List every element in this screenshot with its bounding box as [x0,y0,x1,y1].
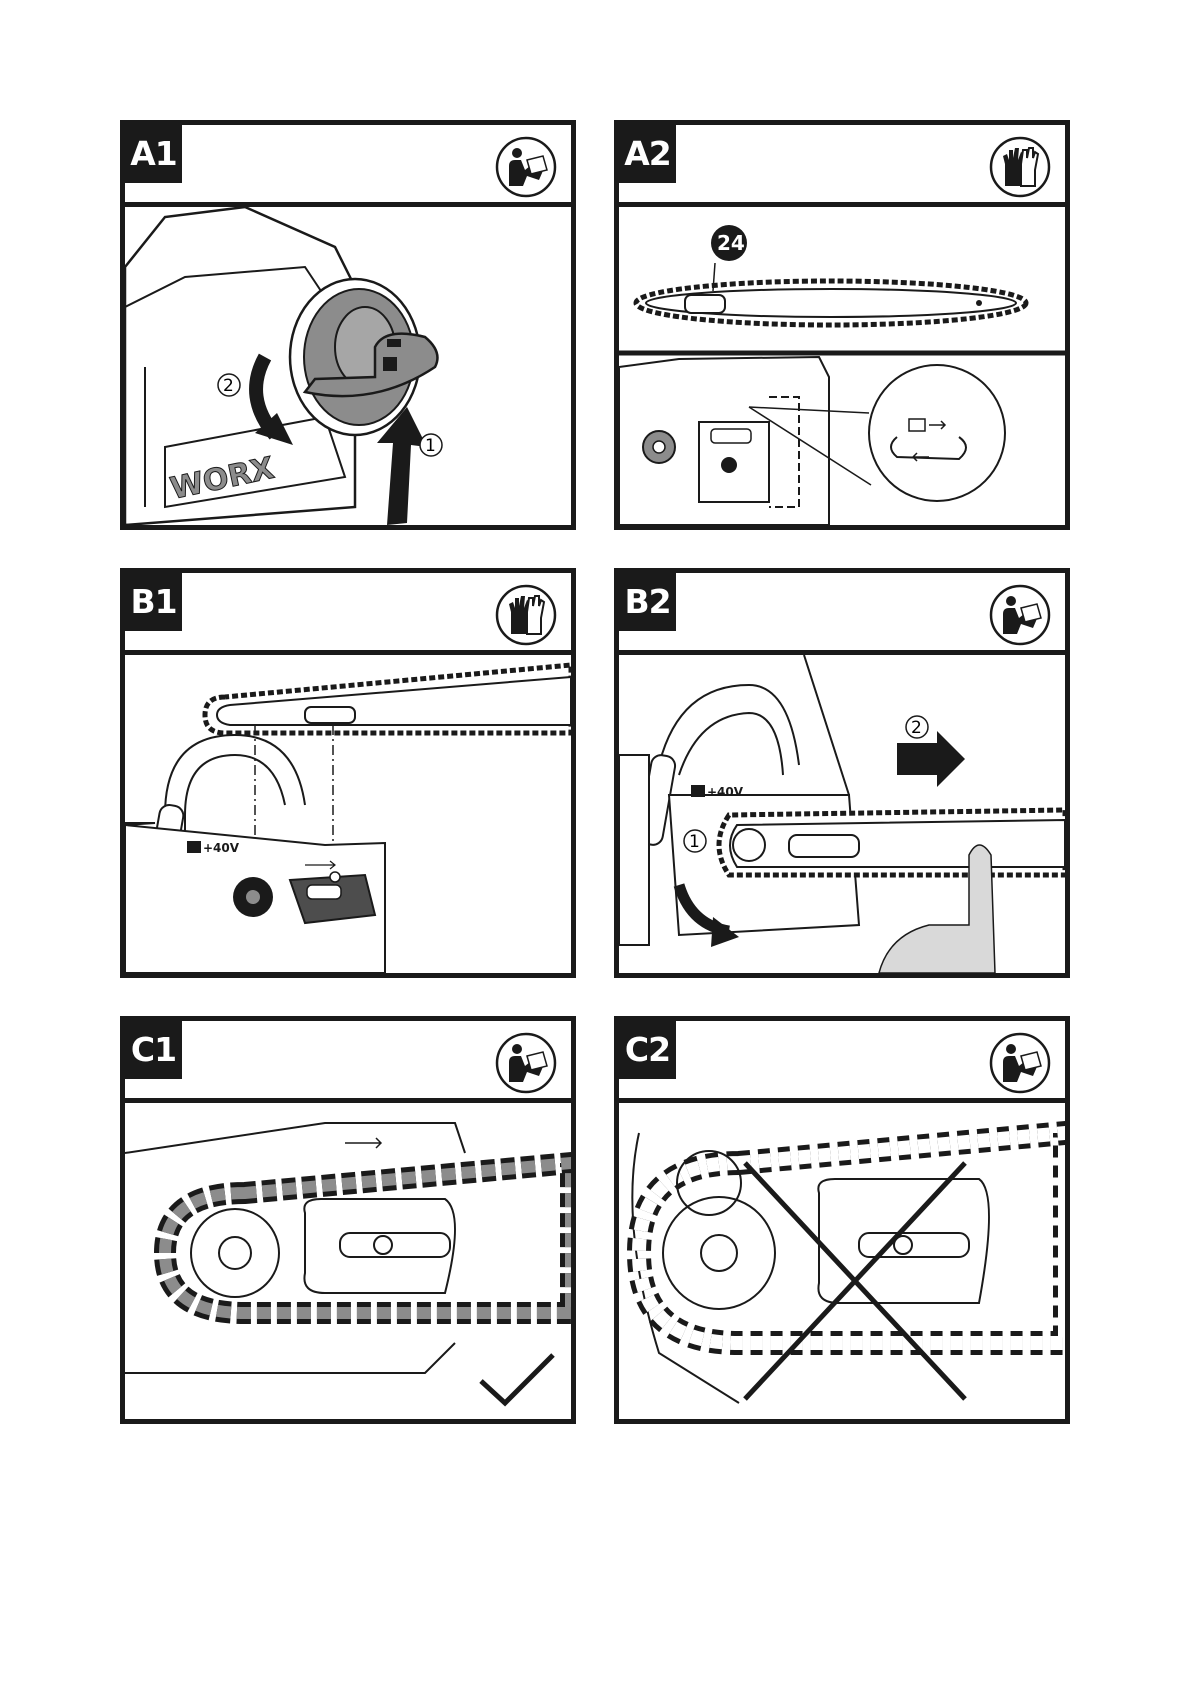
step-number: 2 [911,718,922,738]
panel-a2-header: A2 [619,125,1065,207]
panel-label: A1 [125,125,182,183]
panel-c2-illustration [619,1103,1065,1419]
panel-c2: C2 [614,1016,1070,1424]
panel-label: B1 [125,573,182,631]
battery-voltage-label: +40V [707,785,744,799]
gloves-icon [495,584,557,646]
panel-a1-header: A1 [125,125,571,207]
part-number-badge: 24 [717,231,745,255]
panel-b2: B2 +40V [614,568,1070,978]
panel-c1-header: C1 [125,1021,571,1103]
read-manual-icon [495,136,557,198]
panel-c2-header: C2 [619,1021,1065,1103]
panel-label: C1 [125,1021,182,1079]
step-number: 2 [223,376,234,396]
gloves-icon [989,136,1051,198]
panel-a2: A2 24 [614,120,1070,530]
panel-label: A2 [619,125,676,183]
panel-c1-illustration [125,1103,571,1419]
panel-b1: B1 +40V [120,568,576,978]
panel-b1-illustration: +40V [125,655,571,973]
step-number: 1 [689,832,700,852]
panel-a2-illustration: 24 [619,207,1065,525]
read-manual-icon [989,1032,1051,1094]
panel-b2-header: B2 [619,573,1065,655]
panel-a1: A1 WORX [120,120,576,530]
cross-mark-icon [619,1103,1065,1419]
battery-voltage-label: +40V [203,841,240,855]
panel-label: B2 [619,573,676,631]
panel-c1: C1 [120,1016,576,1424]
panel-b1-header: B1 [125,573,571,655]
panel-b2-illustration: +40V 1 2 [619,655,1065,973]
read-manual-icon [989,584,1051,646]
panel-a1-illustration: WORX 2 1 [125,207,571,525]
check-mark-icon [477,1349,557,1409]
read-manual-icon [495,1032,557,1094]
step-number: 1 [425,436,436,456]
panel-label: C2 [619,1021,676,1079]
